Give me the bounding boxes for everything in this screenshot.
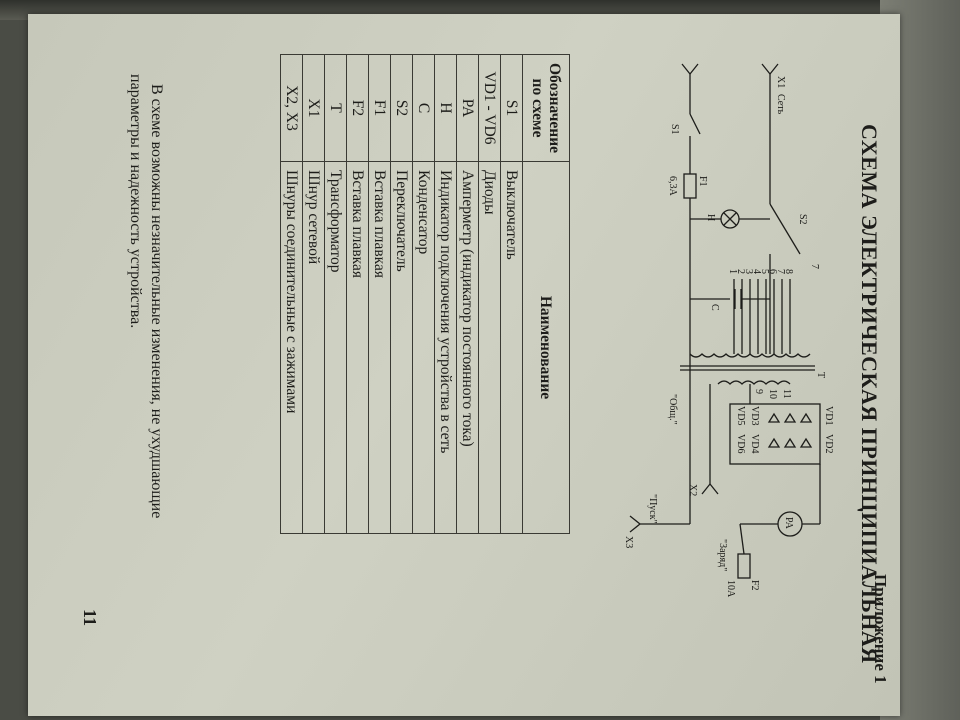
cell-name: Индикатор подключения устройства в сеть: [434, 161, 457, 534]
cell-code: S1: [500, 54, 523, 162]
label-pa: PA: [783, 517, 794, 530]
s1-switch-symbol: [689, 113, 701, 135]
cell-name: Диоды: [478, 161, 501, 534]
label-s1: S1: [669, 124, 680, 135]
header-code: Обозначение по схеме: [522, 54, 570, 162]
diode-bridge: [729, 403, 821, 465]
rotated-content: Приложение 1 СХЕМА ЭЛЕКТРИЧЕСКАЯ ПРИНЦИП…: [28, 14, 900, 714]
mains-plug-symbol: [681, 63, 779, 75]
transformer-primary-symbol: [689, 353, 811, 358]
label-arrow-num: 7: [809, 264, 820, 269]
label-vd1: VD1: [823, 406, 834, 425]
cell-code: VD1 - VD6: [478, 54, 501, 162]
cell-name: Вставка плавкая: [368, 161, 391, 534]
label-pusk: "Пуск": [647, 494, 658, 524]
s2-switch-symbol: [769, 203, 801, 255]
label-tap-3: 3: [743, 269, 754, 274]
label-tap-4: 4: [751, 269, 762, 274]
label-f1-rating: 6,3А: [667, 176, 678, 197]
cell-code: X1: [302, 54, 325, 162]
transformer-secondary-symbol: [717, 380, 791, 385]
label-tap-2: 2: [735, 269, 746, 274]
cell-code: F1: [368, 54, 391, 162]
cell-name: Шнур сетевой: [302, 161, 325, 534]
label-t: Т: [815, 372, 826, 378]
cell-name: Трансформатор: [324, 161, 347, 534]
cell-code: H: [434, 54, 457, 162]
table-header-row: Обозначение по схеме Наименование: [522, 54, 570, 534]
label-f2-rating: 10А: [725, 580, 736, 598]
label-tap-6: 6: [767, 269, 778, 274]
label-w9: 9: [753, 389, 764, 394]
label-vd5: VD5: [735, 406, 746, 425]
cell-code: F2: [346, 54, 369, 162]
label-h: Н: [705, 214, 716, 221]
label-obsh: "Общ.": [667, 394, 678, 425]
page-number: 11: [80, 609, 100, 627]
label-zaryad: "Заряд": [717, 539, 728, 571]
document-page: Приложение 1 СХЕМА ЭЛЕКТРИЧЕСКАЯ ПРИНЦИП…: [28, 14, 900, 716]
cell-code: X2, X3: [280, 54, 303, 162]
page-title: СХЕМА ЭЛЕКТРИЧЕСКАЯ ПРИНЦИПИАЛЬНАЯ: [857, 124, 882, 664]
cell-code: T: [324, 54, 347, 162]
label-f2: F2: [749, 580, 760, 591]
label-tap-7: 7: [775, 269, 786, 274]
circuit-schematic: X1 Сеть S1 F1 6,3А S2 Н С Т "Общ." X2 "П…: [623, 63, 834, 598]
label-vd2: VD2: [823, 434, 834, 453]
cell-name: Амперметр (индикатор постоянного тока): [456, 161, 479, 534]
label-vd6: VD6: [735, 434, 746, 453]
x3-clamp-symbol: [629, 515, 641, 533]
label-x3: X3: [623, 536, 634, 548]
x2-clamp-symbol: [701, 483, 719, 495]
label-vd3: VD3: [749, 406, 760, 425]
label-vd4: VD4: [749, 434, 760, 453]
label-s2: S2: [797, 214, 808, 225]
cell-code: S2: [390, 54, 413, 162]
note-line-2: параметры и надежность устройства.: [127, 74, 144, 329]
f2-fuse-symbol: [737, 553, 751, 579]
label-tap-5: 5: [759, 269, 770, 274]
cell-name: Вставка плавкая: [346, 161, 369, 534]
label-w10: 10: [767, 389, 778, 399]
diode-symbols: [767, 412, 813, 448]
cell-name: Выключатель: [500, 161, 523, 534]
transformer-taps: [733, 279, 791, 354]
label-w11: 11: [781, 389, 792, 399]
cell-name: Шнуры соединительные с зажимами: [280, 161, 303, 534]
cell-name: Переключатель: [390, 161, 413, 534]
f1-fuse-symbol: [683, 173, 697, 199]
cell-code: C: [412, 54, 435, 162]
label-x1: X1: [775, 76, 786, 88]
note-line-1: В схеме возможны незначительные изменени…: [148, 84, 165, 519]
label-f1: F1: [697, 176, 708, 187]
label-tap-8: 8: [783, 269, 794, 274]
cell-name: Конденсатор: [412, 161, 435, 534]
label-c: С: [709, 304, 720, 311]
cell-code: PA: [456, 54, 479, 162]
label-set: Сеть: [775, 94, 786, 115]
label-x2: X2: [687, 484, 698, 496]
label-tap-1: 1: [727, 269, 738, 274]
header-name: Наименование: [522, 161, 570, 534]
